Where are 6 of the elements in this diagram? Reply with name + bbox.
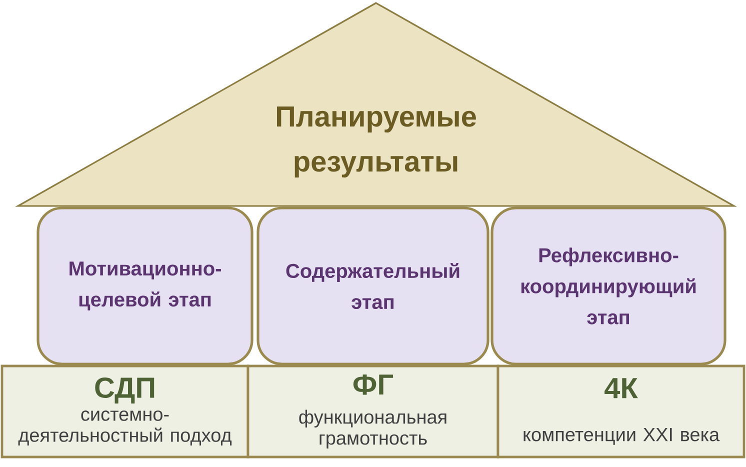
base-block: ФГ функциональная грамотность	[246, 364, 500, 458]
base-block: СДП системно- деятельностный подход	[0, 364, 250, 458]
base-block: 4К компетенции XXI века	[496, 364, 746, 458]
pillar-box: Мотивационно- целевой этап	[36, 206, 254, 366]
pillar-box: Содержательный этап	[256, 206, 490, 366]
pillar-box: Рефлексивно- координирующий этап	[490, 206, 726, 366]
